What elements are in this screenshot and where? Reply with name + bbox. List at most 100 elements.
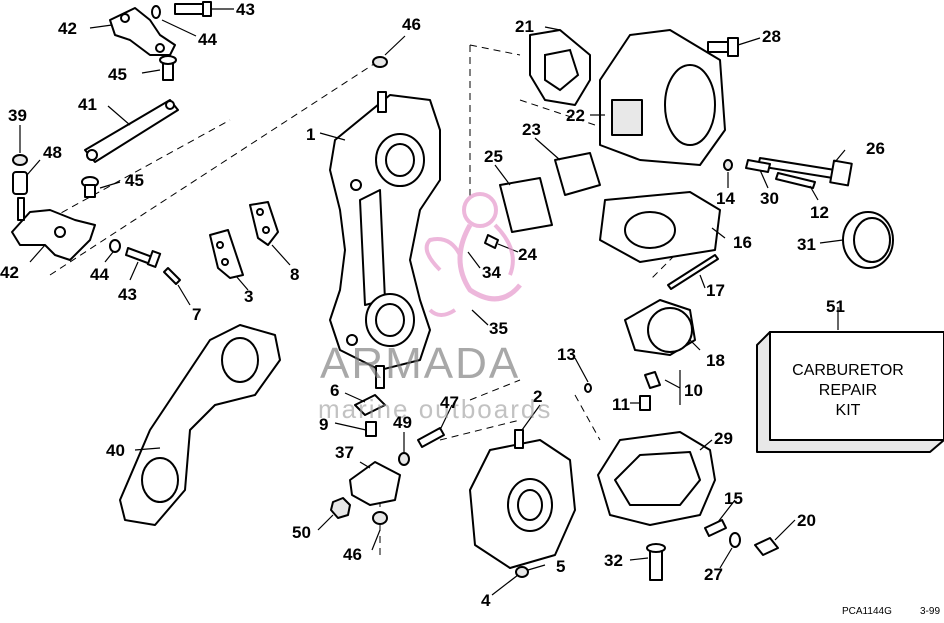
kit-label-line3: KIT [836, 402, 861, 419]
callout-labels: 42 43 44 45 41 39 48 45 42 44 43 7 3 8 1… [0, 0, 885, 610]
gasket-16 [599, 191, 721, 263]
washer-49 [398, 452, 410, 466]
screw-13 [584, 383, 592, 393]
callout-23: 23 [522, 120, 541, 139]
callout-20: 20 [797, 511, 816, 530]
callout-8: 8 [290, 265, 299, 284]
callout-44-lower: 44 [90, 265, 109, 284]
gasket-21 [529, 29, 591, 106]
washer-44-upper [151, 5, 161, 19]
callout-34: 34 [482, 263, 501, 282]
callout-50: 50 [292, 523, 311, 542]
callout-45-lower: 45 [125, 171, 144, 190]
plate-25 [499, 177, 553, 233]
callout-43-lower: 43 [118, 285, 137, 304]
callout-29: 29 [714, 429, 733, 448]
callout-7: 7 [192, 305, 201, 324]
callout-48: 48 [43, 143, 62, 162]
leader-lines [19, 8, 846, 596]
jet-47 [417, 427, 445, 448]
callout-14: 14 [716, 189, 735, 208]
callout-35: 35 [489, 319, 508, 338]
callout-12: 12 [810, 203, 829, 222]
callout-43-upper: 43 [236, 0, 255, 19]
bracket-3 [209, 229, 244, 279]
washer-44-lower [109, 239, 121, 253]
callout-5: 5 [556, 557, 565, 576]
spring-30 [745, 159, 771, 173]
link-rod-41 [84, 99, 179, 163]
screw-32 [646, 543, 666, 581]
watermark-tagline: marine outboards [318, 394, 552, 424]
figure-date: 3-99 [920, 606, 940, 617]
callout-13: 13 [557, 345, 576, 364]
callout-40: 40 [106, 441, 125, 460]
callout-30: 30 [760, 189, 779, 208]
spring-plate-37 [349, 461, 401, 506]
callout-6: 6 [330, 381, 339, 400]
float-18 [624, 299, 696, 356]
screw-43-upper [174, 1, 212, 17]
watermark-brand: ARMADA [320, 339, 520, 388]
assembly-guide-lines [29, 44, 701, 560]
callout-1: 1 [306, 125, 315, 144]
nut-14 [723, 159, 733, 171]
cover-23 [554, 152, 601, 196]
callout-44-upper: 44 [198, 30, 217, 49]
screw-11 [639, 395, 651, 411]
gasket-40 [119, 324, 281, 526]
callout-2: 2 [533, 387, 542, 406]
needle-10 [644, 371, 661, 389]
carburetor-body-2 [469, 429, 576, 569]
callout-41: 41 [78, 95, 97, 114]
plug-46-top [372, 56, 388, 68]
callout-17: 17 [706, 281, 725, 300]
callout-46-bottom: 46 [343, 545, 362, 564]
callout-3: 3 [244, 287, 253, 306]
callout-47: 47 [440, 393, 459, 412]
pin-17 [667, 254, 719, 290]
callout-39: 39 [8, 106, 27, 125]
throttle-lever-lower [11, 197, 96, 261]
screw-24 [484, 234, 499, 249]
callout-42-lower: 42 [0, 263, 19, 282]
callout-15: 15 [724, 489, 743, 508]
nozzle-5 [515, 566, 529, 578]
callout-27: 27 [704, 565, 723, 584]
callout-9: 9 [319, 415, 328, 434]
callout-37: 37 [335, 443, 354, 462]
callout-24: 24 [518, 245, 537, 264]
nut-50 [330, 497, 351, 519]
figure-code: PCA1144G [842, 606, 892, 617]
screw-7 [163, 267, 181, 285]
screw-28 [707, 37, 739, 57]
callout-16: 16 [733, 233, 752, 252]
repair-kit-box-51: CARBURETOR REPAIR KIT [756, 331, 944, 453]
callout-22: 22 [566, 106, 585, 125]
callout-10: 10 [684, 381, 703, 400]
spring-15 [704, 519, 727, 537]
callout-49: 49 [393, 413, 412, 432]
armada-logo-icon [424, 192, 522, 317]
callout-26: 26 [866, 139, 885, 158]
callout-42-upper: 42 [58, 19, 77, 38]
air-intake-22 [599, 29, 726, 166]
float-bowl-29 [597, 431, 716, 526]
nut-39 [12, 154, 28, 166]
callout-21: 21 [515, 17, 534, 36]
screw-9 [365, 421, 377, 437]
callout-46-top: 46 [402, 15, 421, 34]
callout-45-upper: 45 [108, 65, 127, 84]
plug-46-bottom [372, 511, 388, 525]
callout-25: 25 [484, 147, 503, 166]
callout-32: 32 [604, 551, 623, 570]
callout-31: 31 [797, 235, 816, 254]
carburetor-body-1 [329, 91, 441, 389]
washer-27 [729, 532, 741, 548]
plug-20 [754, 537, 779, 556]
figure-footer: PCA1144G 3-99 [842, 606, 940, 617]
bracket-8 [249, 201, 279, 246]
callout-4: 4 [481, 591, 491, 610]
